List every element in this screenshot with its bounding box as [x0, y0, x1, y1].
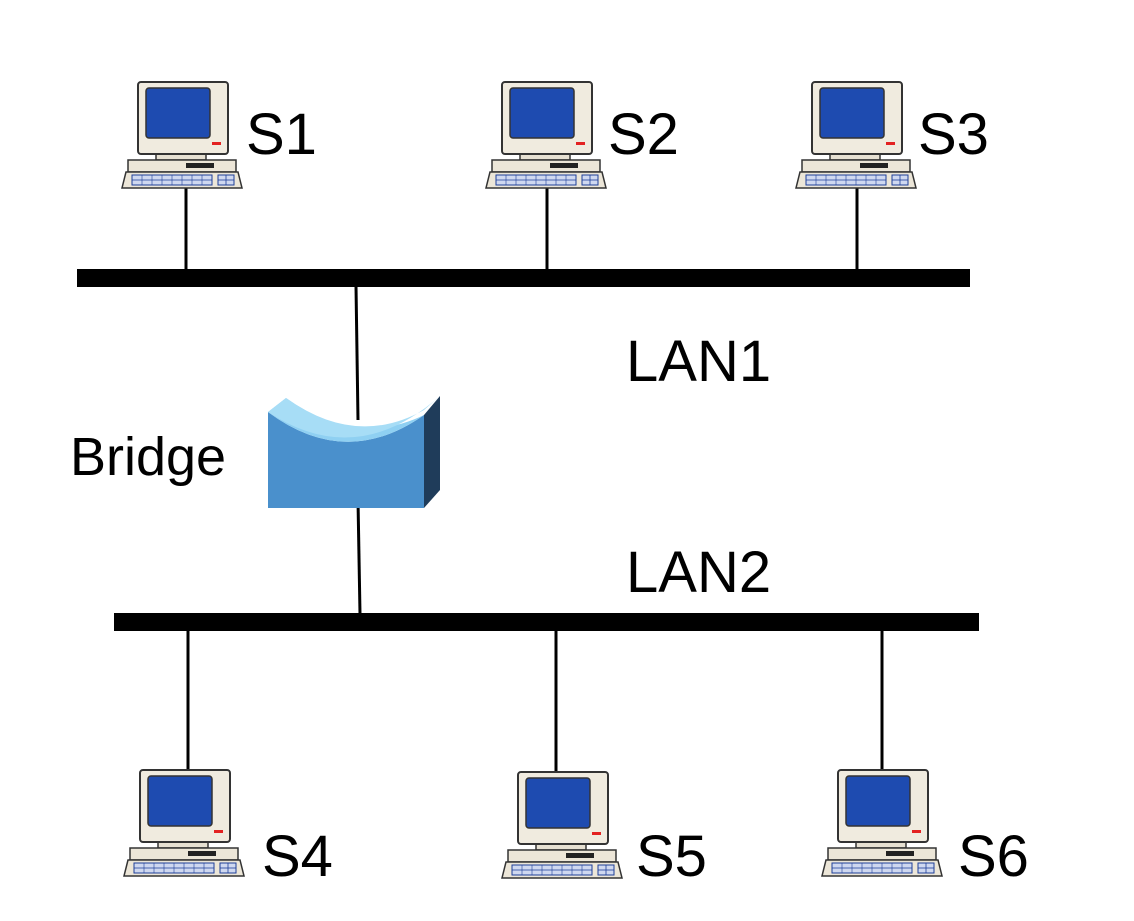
desktop-computer-icon	[795, 81, 917, 189]
station-s5	[501, 771, 623, 879]
desktop-computer-icon	[821, 769, 943, 877]
station-label-s2: S2	[608, 102, 679, 167]
station-label-s6: S6	[958, 824, 1029, 889]
station-s6	[821, 769, 943, 877]
desktop-computer-icon	[501, 771, 623, 879]
station-s1	[121, 81, 243, 189]
bridge-link-lan2	[356, 499, 362, 615]
bridge-device-icon	[268, 396, 440, 508]
lan2-label: LAN2	[626, 540, 771, 605]
bridge-link-lan1	[354, 285, 360, 421]
station-label-s4: S4	[262, 824, 333, 889]
desktop-computer-icon	[121, 81, 243, 189]
station-s3	[795, 81, 917, 189]
lan1-bus	[77, 269, 970, 287]
bridge-label: Bridge	[70, 427, 226, 487]
lan1-label: LAN1	[626, 329, 771, 394]
station-label-s1: S1	[246, 102, 317, 167]
desktop-computer-icon	[485, 81, 607, 189]
lan2-bus	[114, 613, 979, 631]
station-label-s5: S5	[636, 824, 707, 889]
desktop-computer-icon	[123, 769, 245, 877]
station-s2	[485, 81, 607, 189]
station-s4	[123, 769, 245, 877]
station-label-s3: S3	[918, 102, 989, 167]
